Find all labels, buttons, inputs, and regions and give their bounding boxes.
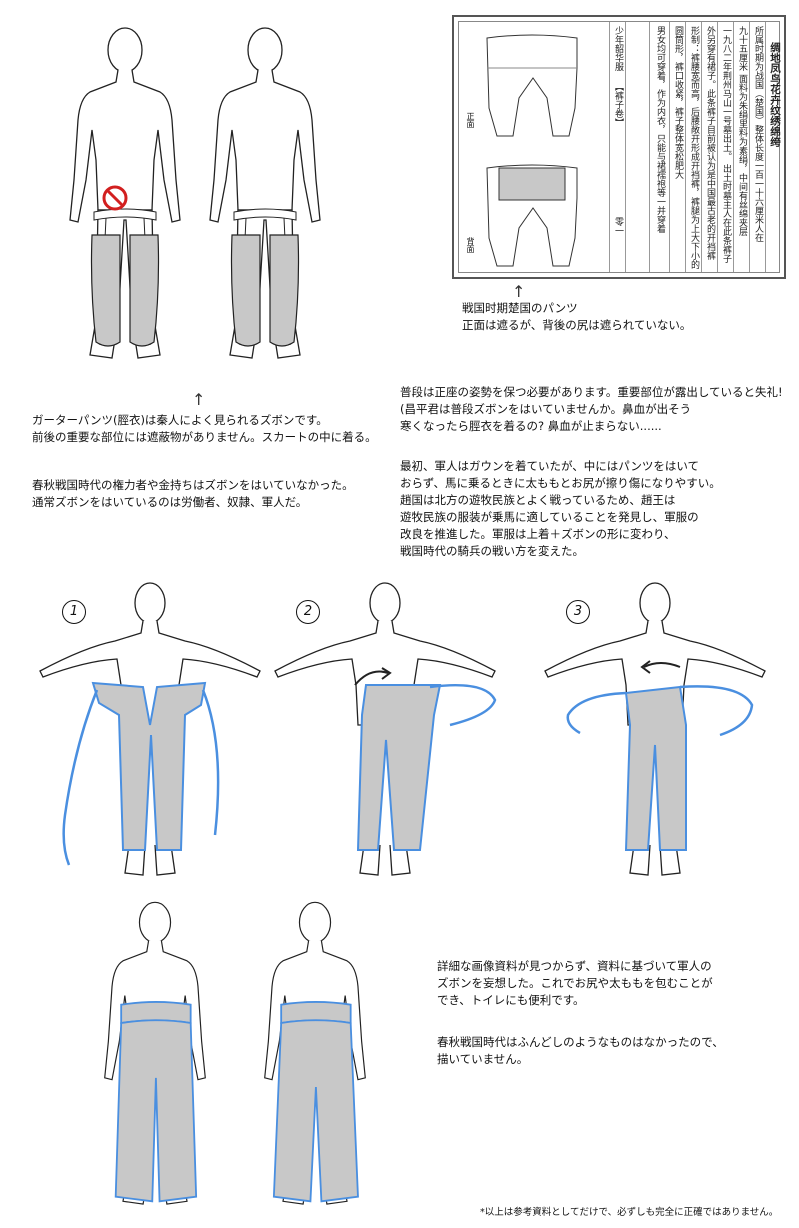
text-line: 最初、軍人はガウンを着ていたが、中にはパンツをはいて (400, 459, 699, 473)
reference-document: 正面 背面 少年韶华服 【裤子卷】 零一 男女均可穿着，作为内衣，只能与裙襦袍等… (452, 15, 786, 279)
text-line: 描いていません。 (437, 1052, 529, 1066)
doc-column: 形制：裤腰宽而高，后腰敞开形成开裆裤，裤腿为上大下小的 (689, 26, 699, 269)
figure-military-trousers-front (90, 895, 220, 1215)
text-line: 通常ズボンをはいているのは労働者、奴隷、軍人だ。 (32, 495, 308, 509)
arrow-up-icon: ↑ (192, 390, 206, 409)
text-line: 遊牧民族の服装が乗馬に適していることを発見し、軍服の (400, 510, 699, 524)
arrow-left-icon (640, 660, 681, 674)
text-line: 趙国は北方の遊牧民族とよく戦っているため、趙王は (400, 493, 676, 507)
pants-diagram (486, 34, 578, 267)
figure-step-2 (270, 575, 497, 885)
text-line: 春秋戦国時代の権力者や金持ちはズボンをはいていなかった。 (32, 478, 354, 492)
doc-title: 绸地凤鸟花卉纹绣绵绔 (769, 42, 781, 147)
social-class-description: 春秋戦国時代の権力者や金持ちはズボンをはいていなかった。 通常ズボンをはいている… (32, 477, 354, 511)
text-line: ガーターパンツ(脛衣)は秦人によく見られるズボンです。 (32, 413, 328, 427)
garter-pants-description: ガーターパンツ(脛衣)は秦人によく見られるズボンです。 前後の重要な部位には遮蔽… (32, 412, 377, 446)
text-line: 戦国時代の騎兵の戦い方を変えた。 (400, 544, 584, 558)
arrow-up-icon: ↑ (512, 282, 526, 301)
figure-step-3 (540, 575, 770, 885)
text-line: ズボンを妄想した。これでお尻や太ももを包むことが (437, 976, 713, 990)
page-number: 零一 (613, 217, 623, 235)
text-line: おらず、馬に乗るときに太ももとお尻が擦り傷になりやすい。 (400, 476, 721, 490)
volume-tag: 【裤子卷】 (613, 81, 623, 127)
figure-step-1 (35, 575, 265, 885)
text-line: 正面は遮るが、背後の尻は遮られていない。 (462, 318, 692, 332)
prohibited-icon (102, 185, 128, 211)
step-number-2: 2 (296, 600, 320, 624)
doc-column: 外另穿有裙子。此条裤子目前被认为是中国最古老的开裆裤 (705, 26, 715, 260)
side-column: 少年韶华服 【裤子卷】 (612, 26, 623, 127)
figure-garter-pants-front (60, 20, 190, 370)
doc-column: 九十五厘米 面料为朱绢里料为素绢，中间有丝绵夹层 (737, 26, 747, 236)
step-number-3: 3 (566, 600, 590, 624)
arrow-right-icon (354, 667, 392, 686)
document-caption: 戦国时期楚国のパンツ 正面は遮るが、背後の尻は遮られていない。 (462, 300, 691, 334)
doc-column: 一九八二年荆州马山一号墓出土。 出土时墓主人在此条裤子 (721, 26, 731, 263)
text-line: (昌平君は普段ズボンをはいていませんか。鼻血が出そう (400, 402, 692, 416)
doc-column: 圆筒形，裤口收紧，裤子整体宽松肥大 (673, 26, 683, 179)
text-line: 詳細な画像資料が見つからず、資料に基づいて軍人の (437, 959, 712, 973)
text-line: でき、トイレにも便利です。 (437, 993, 585, 1007)
footnote: *以上は参考資料としてだけで、必ずしも完全に正確ではありません。 (480, 1207, 779, 1218)
label-front: 正面 (466, 112, 475, 128)
text-line: 改良を推進した。軍服は上着＋ズボンの形に変わり、 (400, 527, 676, 541)
step-number-1: 1 (62, 600, 86, 624)
etiquette-description: 普段は正座の姿勢を保つ必要があります。重要部位が露出していると失礼! (昌平君は… (400, 384, 783, 435)
text-line: 普段は正座の姿勢を保つ必要があります。重要部位が露出していると失礼! (400, 385, 783, 399)
text-line: 寒くなったら脛衣を着るの? 鼻血が止まらない...... (400, 419, 662, 433)
loincloth-note: 春秋戦国時代はふんどしのようなものはなかったので、 描いていません。 (437, 1034, 724, 1068)
text-line: 戦国时期楚国のパンツ (462, 301, 578, 315)
text-line: 春秋戦国時代はふんどしのようなものはなかったので、 (437, 1035, 724, 1049)
military-trousers-description: 詳細な画像資料が見つからず、資料に基づいて軍人の ズボンを妄想した。これでお尻や… (437, 958, 713, 1009)
military-reform-description: 最初、軍人はガウンを着ていたが、中にはパンツをはいて おらず、馬に乗るときに太も… (400, 458, 721, 560)
doc-column: 所属时期为战国（楚国）整体长度一百一十六厘米人在 (753, 26, 763, 242)
series-title: 少年韶华服 (613, 26, 623, 71)
label-back: 背面 (466, 237, 475, 253)
text-line: 前後の重要な部位には遮蔽物がありません。スカートの中に着る。 (32, 430, 377, 444)
figure-military-trousers-back (250, 895, 380, 1215)
doc-column: 男女均可穿着，作为内衣，只能与裙襦袍等一并穿着 (655, 26, 665, 233)
figure-garter-pants-back (200, 20, 330, 370)
